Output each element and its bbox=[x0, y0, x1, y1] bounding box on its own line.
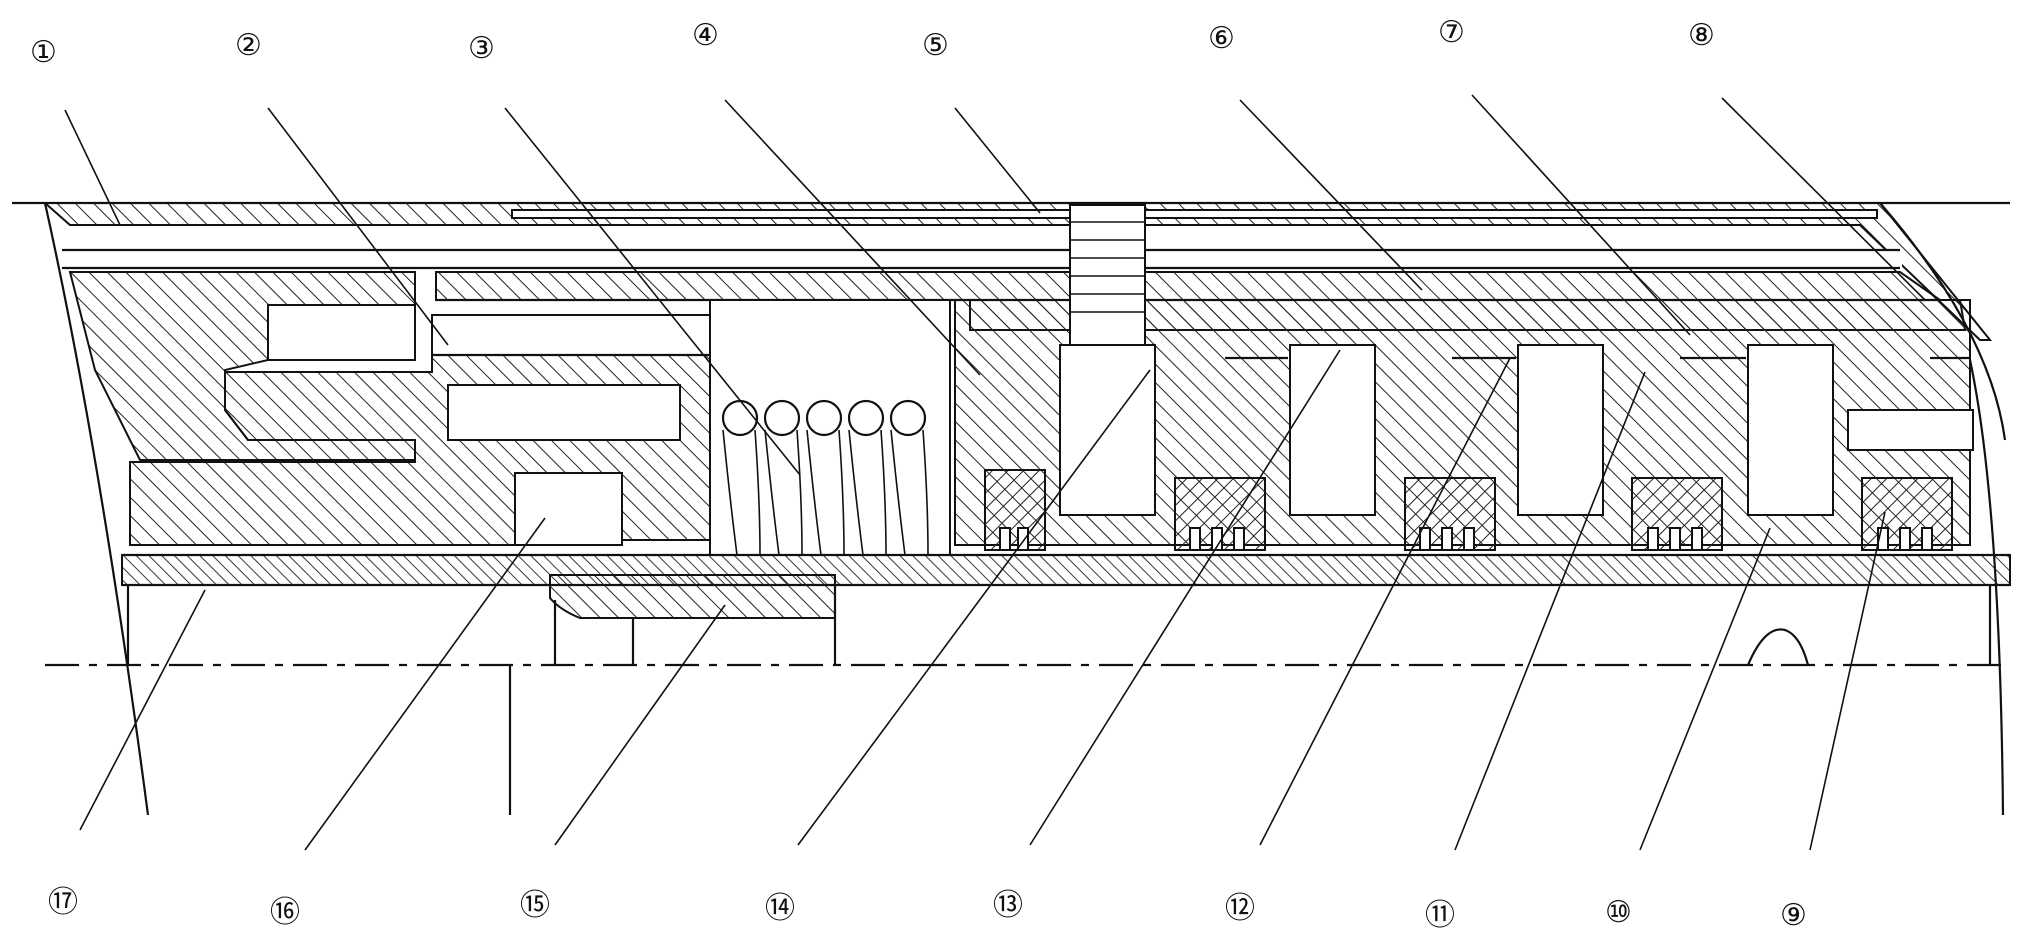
label-15: ⑮ bbox=[520, 888, 550, 923]
label-10: ⑩ bbox=[1605, 895, 1632, 930]
seal-stack bbox=[954, 204, 1974, 551]
label-7: ⑦ bbox=[1438, 15, 1465, 50]
label-1: ① bbox=[30, 35, 57, 70]
top-labels: ① ② ③ ④ ⑤ ⑥ ⑦ ⑧ bbox=[30, 15, 1715, 70]
label-4: ④ bbox=[692, 18, 719, 53]
label-9: ⑨ bbox=[1780, 898, 1807, 933]
spring bbox=[709, 299, 951, 556]
label-16: ⑯ bbox=[270, 895, 300, 930]
shaft bbox=[45, 553, 2011, 815]
label-5: ⑤ bbox=[922, 28, 949, 63]
bottom-labels: ⑰ ⑯ ⑮ ⑭ ⑬ ⑫ ⑪ ⑩ ⑨ bbox=[48, 885, 1807, 933]
label-12: ⑫ bbox=[1225, 891, 1255, 926]
label-2: ② bbox=[235, 28, 262, 63]
label-14: ⑭ bbox=[765, 891, 795, 926]
left-body bbox=[68, 271, 711, 546]
leader-lines bbox=[64, 94, 1926, 851]
label-8: ⑧ bbox=[1688, 18, 1715, 53]
label-6: ⑥ bbox=[1208, 21, 1235, 56]
label-17: ⑰ bbox=[48, 885, 78, 920]
label-11: ⑪ bbox=[1425, 898, 1455, 933]
label-13: ⑬ bbox=[993, 888, 1023, 923]
label-3: ③ bbox=[468, 31, 495, 66]
